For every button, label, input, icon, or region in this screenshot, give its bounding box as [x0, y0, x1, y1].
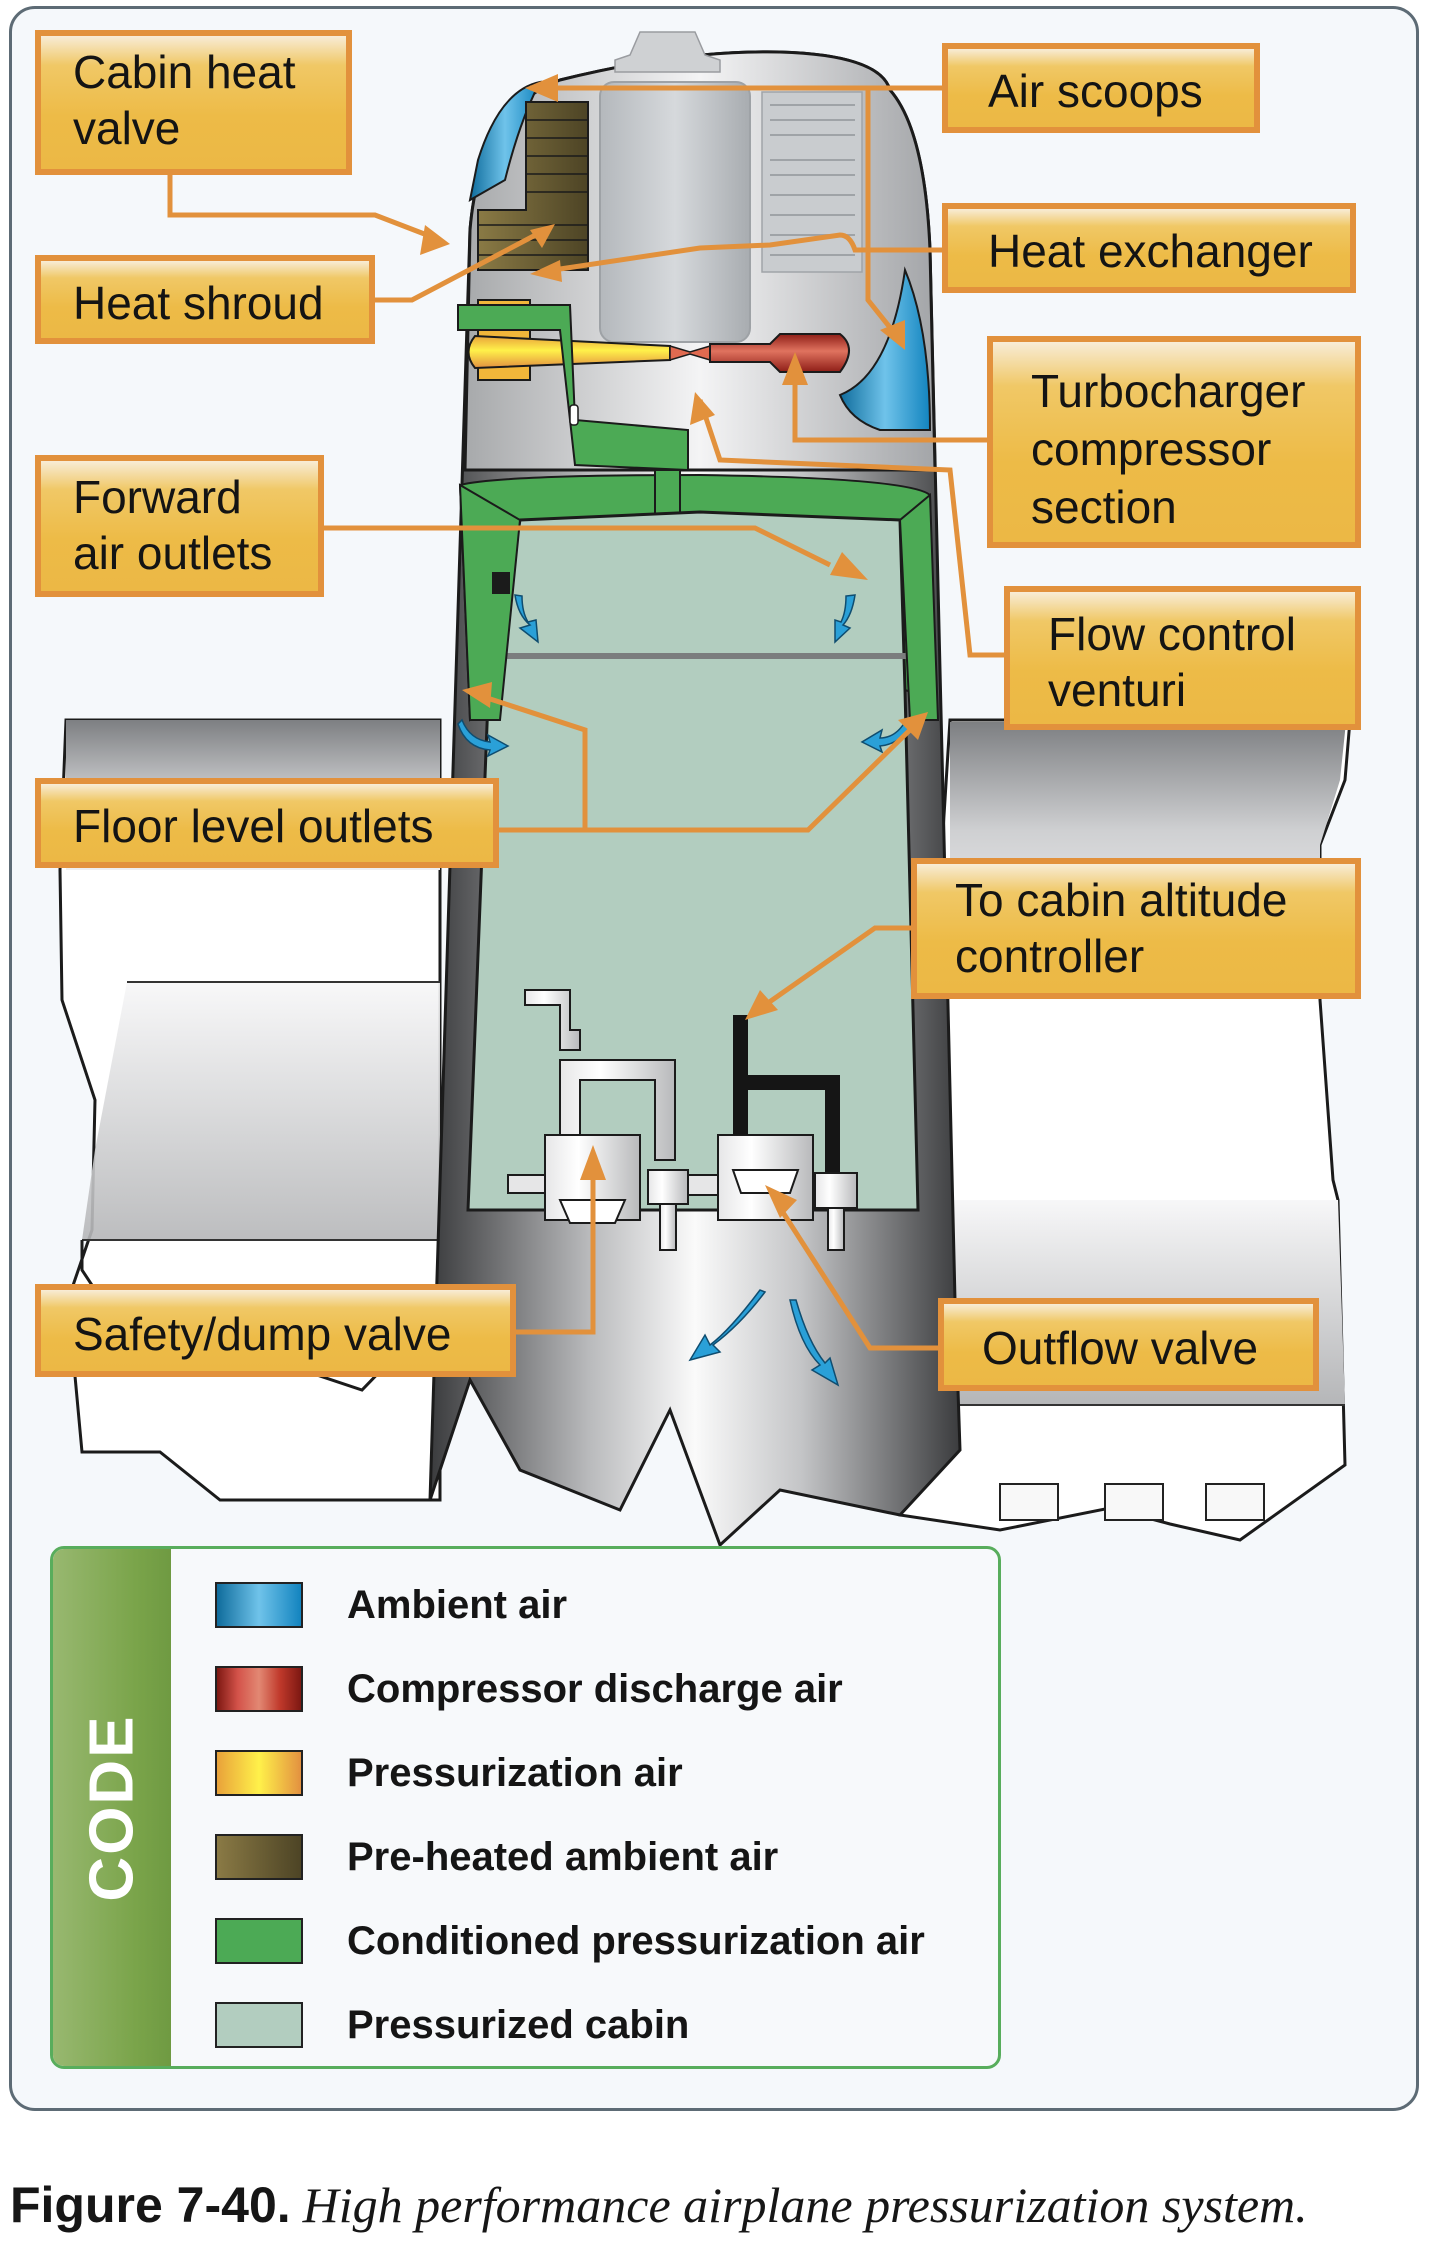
right-air-scoop	[838, 266, 932, 431]
leader-safety-dump-valve	[515, 1160, 596, 1335]
legend-item-conditioned-pressurization-air: Conditioned pressurization air	[215, 1916, 925, 1966]
callout-cabin-heat-valve: Cabin heat valve	[35, 30, 352, 175]
leader-cabin-heat-valve	[167, 175, 441, 243]
leader-floor-level-outlets-a	[477, 692, 588, 833]
legend-label: Pressurization air	[347, 1750, 683, 1795]
legend-label: Pre-heated ambient air	[347, 1834, 779, 1879]
legend-title: CODE	[77, 1713, 147, 1902]
arrowhead	[782, 352, 808, 385]
arrowhead	[880, 320, 905, 350]
legend-item-ambient-air: Ambient air	[215, 1580, 567, 1630]
leader-forward-air-outlets	[323, 525, 832, 568]
control-knob	[492, 572, 510, 594]
leader-heat-shroud	[375, 227, 547, 303]
callout-to-cabin-altitude-controller: To cabin altitude controller	[911, 858, 1361, 999]
inspection-slot	[569, 404, 579, 426]
legend-item-pressurization-air: Pressurization air	[215, 1748, 683, 1798]
legend-item-pre-heated-ambient-air: Pre-heated ambient air	[215, 1832, 778, 1882]
color-code-legend: CODE Ambient air Compressor discharge ai…	[50, 1546, 1001, 2069]
cabin-green-edge-left	[458, 483, 522, 721]
wing-panel	[1104, 1483, 1164, 1521]
leader-floor-level-outlets-b	[585, 723, 917, 833]
leader-outflow-valve	[772, 1198, 938, 1351]
leader-to-cabin-altitude	[756, 925, 911, 1013]
heat-shroud	[477, 101, 589, 271]
airflow-arrow	[834, 594, 856, 644]
arrowhead	[525, 74, 558, 102]
wing-panel	[999, 1483, 1059, 1521]
compressor-discharge-duct	[709, 333, 850, 373]
airflow-arrow	[789, 1299, 840, 1387]
callout-heat-exchanger: Heat exchanger	[942, 203, 1356, 293]
arrowhead	[830, 552, 868, 580]
leader-turbocharger	[792, 380, 987, 443]
legend-swatch-pressurized-cabin	[215, 2002, 303, 2048]
arrowhead	[690, 392, 715, 425]
legend-swatch-pre-heated-ambient-air	[215, 1834, 303, 1880]
arrowhead	[530, 224, 555, 248]
airflow-arrow	[514, 594, 539, 644]
wing-panel	[1205, 1483, 1265, 1521]
arrowhead	[765, 1185, 797, 1218]
arrowhead	[462, 682, 492, 708]
right-wing	[898, 718, 1352, 1542]
arrowhead	[745, 990, 778, 1020]
legend-item-pressurized-cabin: Pressurized cabin	[215, 2000, 689, 2050]
leader-flow-control-venturi	[697, 399, 1004, 658]
legend-swatch-pressurization-air	[215, 1750, 303, 1796]
callout-floor-level-outlets: Floor level outlets	[35, 778, 499, 868]
arrowhead	[580, 1145, 606, 1180]
figure-number: Figure 7-40.	[10, 2177, 291, 2233]
leader-heat-exchanger	[539, 232, 942, 275]
leader-lines	[167, 85, 1004, 1351]
callout-turbocharger-compressor-section: Turbocharger compressor section	[987, 336, 1361, 548]
arrowhead	[530, 260, 562, 282]
legend-label: Compressor discharge air	[347, 1666, 843, 1711]
outflow-valve	[647, 1015, 858, 1251]
airflow-arrow	[688, 1289, 767, 1362]
arrowhead	[420, 225, 450, 255]
legend-label: Conditioned pressurization air	[347, 1918, 925, 1963]
legend-label: Ambient air	[347, 1582, 568, 1627]
legend-swatch-ambient-air	[215, 1582, 303, 1628]
callout-outflow-valve: Outflow valve	[938, 1298, 1319, 1391]
callout-flow-control-venturi: Flow control venturi	[1004, 586, 1361, 730]
callout-safety-dump-valve: Safety/dump valve	[35, 1284, 516, 1377]
legend-swatch-conditioned-pressurization-air	[215, 1918, 303, 1964]
figure-caption: Figure 7-40.High performance airplane pr…	[10, 2176, 1308, 2234]
figure-title: High performance airplane pressurization…	[302, 2177, 1308, 2233]
legend-label: Pressurized cabin	[347, 2002, 690, 2047]
legend-swatch-compressor-discharge-air	[215, 1666, 303, 1712]
static-line	[733, 1015, 840, 1175]
airflow-arrows	[457, 594, 911, 1387]
legend-title-band: CODE	[53, 1549, 171, 2066]
arrowhead	[898, 712, 928, 740]
pressurized-cabin	[466, 510, 920, 1212]
callout-forward-air-outlets: Forward air outlets	[35, 455, 324, 597]
propeller-spinner	[614, 31, 721, 73]
callout-heat-shroud: Heat shroud	[35, 255, 375, 344]
legend-item-compressor-discharge-air: Compressor discharge air	[215, 1664, 843, 1714]
airflow-arrow	[457, 718, 510, 758]
leader-arrowheads	[420, 74, 928, 1218]
callout-air-scoops: Air scoops	[942, 43, 1260, 133]
